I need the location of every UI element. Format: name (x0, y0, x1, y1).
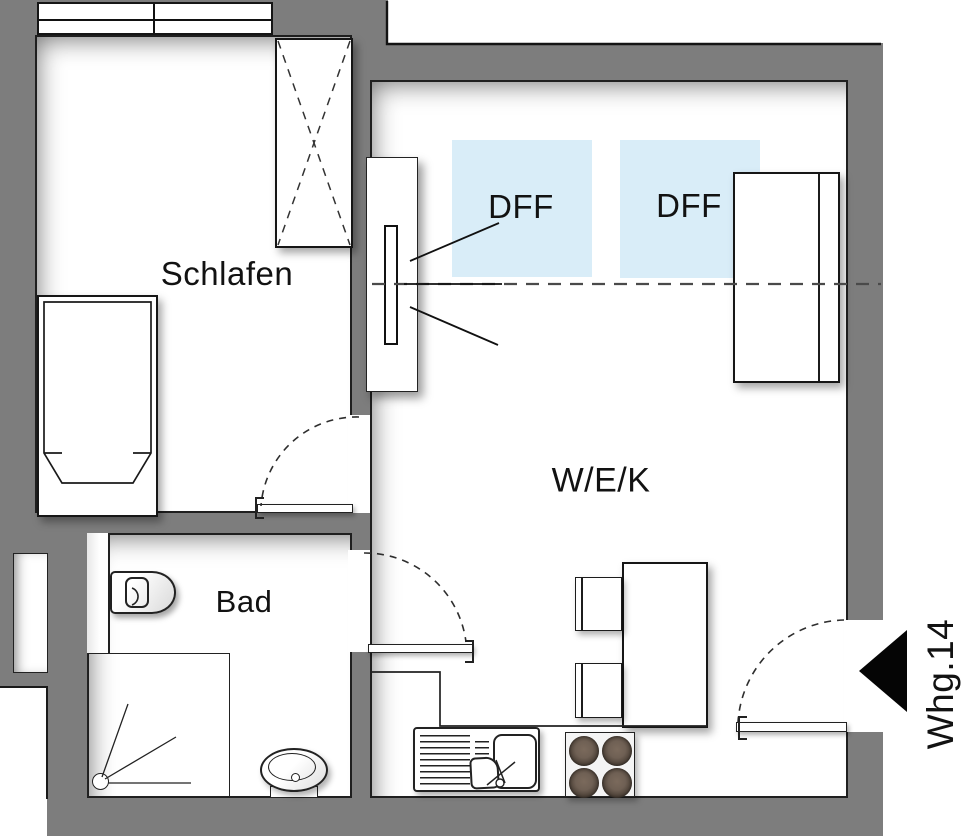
toilet-seat (125, 577, 149, 608)
washbasin-drain (291, 773, 300, 782)
roof-window-label-1: DFF (488, 188, 554, 225)
window-schlafen (37, 2, 273, 35)
window-mullion-vertical (153, 4, 155, 33)
wall-niche (13, 553, 48, 673)
burner-3 (569, 768, 599, 798)
tall-cabinet (733, 172, 840, 383)
southwest-notch-edges (0, 686, 48, 799)
entrance-door-leaf (736, 722, 847, 732)
plumbing-wall (87, 533, 110, 653)
sink-basin-small (469, 756, 500, 790)
chair-2 (575, 663, 622, 718)
entrance-arrow-icon (859, 630, 907, 712)
wardrobe (275, 38, 353, 248)
burner-4 (602, 768, 632, 798)
stove (565, 732, 635, 798)
burner-2 (602, 736, 632, 766)
kitchen-sink-unit (413, 727, 540, 792)
shower-drain (92, 773, 109, 790)
schlafen-door-opening (348, 415, 370, 513)
shower (87, 653, 230, 797)
window-mullion-horizontal (39, 19, 271, 21)
apartment-label: Whg.14 (920, 618, 961, 750)
schlafen-door-leaf (257, 504, 353, 513)
roof-window-label-2: DFF (656, 187, 722, 224)
bad-door-leaf (368, 644, 473, 653)
chair-1 (575, 577, 622, 631)
bed (37, 295, 158, 517)
room-label-schlafen: Schlafen (160, 255, 294, 292)
outer-edge-lines (385, 1, 881, 46)
tall-cabinet-divider (818, 174, 820, 381)
burner-1 (569, 736, 599, 766)
radiator (384, 225, 398, 345)
sink-basin-large (493, 734, 537, 789)
dining-table (622, 562, 708, 728)
bad-door-opening (348, 550, 370, 652)
sink-drainer-lines (420, 735, 470, 788)
room-label-wek: W/E/K (551, 461, 651, 500)
room-label-bad: Bad (215, 584, 273, 619)
